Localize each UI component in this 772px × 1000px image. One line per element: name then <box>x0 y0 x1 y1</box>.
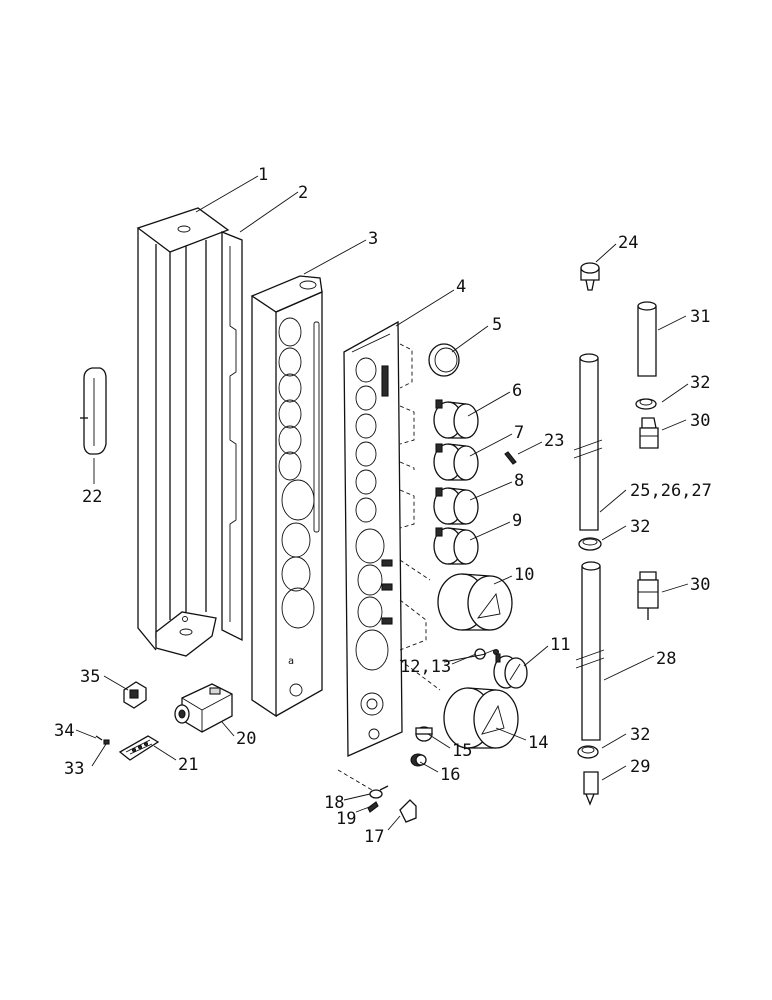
panel-holes <box>278 317 315 629</box>
callout-10: 10 <box>514 565 534 585</box>
leader-lines <box>75 175 689 831</box>
part-12-13-lamp <box>474 648 500 660</box>
part-8-small-gauge <box>433 487 479 525</box>
part-28-lower-tube <box>575 561 605 741</box>
callout-8: 8 <box>514 471 524 491</box>
callout-30-lower: 30 <box>690 575 710 595</box>
callout-2: 2 <box>298 183 308 203</box>
callout-9: 9 <box>512 511 522 531</box>
part-30-fitting-lower <box>637 571 659 620</box>
callout-15: 15 <box>452 741 472 761</box>
callout-labels: 1 2 3 4 5 6 7 8 9 10 11 12,13 14 15 16 1… <box>54 165 712 847</box>
callout-17: 17 <box>364 827 384 847</box>
part-33-nut <box>103 739 110 745</box>
svg-text:a: a <box>288 656 294 667</box>
callout-11: 11 <box>550 635 570 655</box>
callout-5: 5 <box>492 315 502 335</box>
part-17-cap <box>399 799 417 823</box>
part-31-tube <box>637 301 657 377</box>
part-18-switch <box>369 785 389 799</box>
callout-4: 4 <box>456 277 466 297</box>
callout-31: 31 <box>690 307 710 327</box>
callout-7: 7 <box>514 423 524 443</box>
part-15-knob <box>415 726 433 742</box>
part-21-terminal-strip <box>118 735 160 761</box>
part-25-27-upper-tube <box>573 353 603 531</box>
callout-32-upper: 32 <box>690 373 710 393</box>
callout-34: 34 <box>54 721 74 741</box>
callout-19: 19 <box>336 809 356 829</box>
callout-14: 14 <box>528 733 548 753</box>
callout-24: 24 <box>618 233 638 253</box>
part-1-column-housing <box>136 207 230 657</box>
callout-29: 29 <box>630 757 650 777</box>
alignment-leaders <box>337 343 441 791</box>
callout-30-upper: 30 <box>690 411 710 431</box>
part-20-junction-box <box>174 683 233 733</box>
part-29-plug <box>583 771 599 806</box>
part-7-small-gauge <box>433 443 479 481</box>
part-5-lens <box>428 343 460 377</box>
part-6-small-gauge <box>433 399 479 439</box>
part-32-ring-upper <box>635 398 657 410</box>
part-34-screw <box>95 735 103 741</box>
part-32-ring-lower <box>577 745 599 759</box>
callout-33: 33 <box>64 759 84 779</box>
callout-3: 3 <box>368 229 378 249</box>
part-9-small-gauge <box>433 527 479 565</box>
part-10-large-gauge <box>437 573 513 631</box>
part-24-plug <box>580 262 600 291</box>
callout-35: 35 <box>80 667 100 687</box>
part-23-pin <box>504 451 517 465</box>
callout-21: 21 <box>178 755 198 775</box>
callout-32-middle: 32 <box>630 517 650 537</box>
part-16-ring <box>410 753 427 767</box>
callout-28: 28 <box>656 649 676 669</box>
callout-32-lower: 32 <box>630 725 650 745</box>
part-11-medium-gauge <box>493 653 528 689</box>
callout-6: 6 <box>512 381 522 401</box>
callout-12-13: 12,13 <box>400 657 451 677</box>
part-3-gauge-panel: a <box>250 275 323 718</box>
part-22-handle <box>80 367 107 455</box>
callout-20: 20 <box>236 729 256 749</box>
part-4-face-plate <box>343 320 403 757</box>
callout-16: 16 <box>440 765 460 785</box>
callout-22: 22 <box>82 487 102 507</box>
callout-18: 18 <box>324 793 344 813</box>
callout-1: 1 <box>258 165 268 185</box>
part-30-fitting-upper <box>639 417 659 449</box>
part-19-spring <box>367 801 379 813</box>
face-plate-holes <box>355 357 389 740</box>
callout-23: 23 <box>544 431 564 451</box>
part-32-ring-middle <box>578 537 602 551</box>
part-2-gasket <box>221 231 243 642</box>
callout-25-26-27: 25,26,27 <box>630 481 712 501</box>
part-14-large-gauge <box>443 687 519 749</box>
part-35-connector <box>123 681 147 709</box>
